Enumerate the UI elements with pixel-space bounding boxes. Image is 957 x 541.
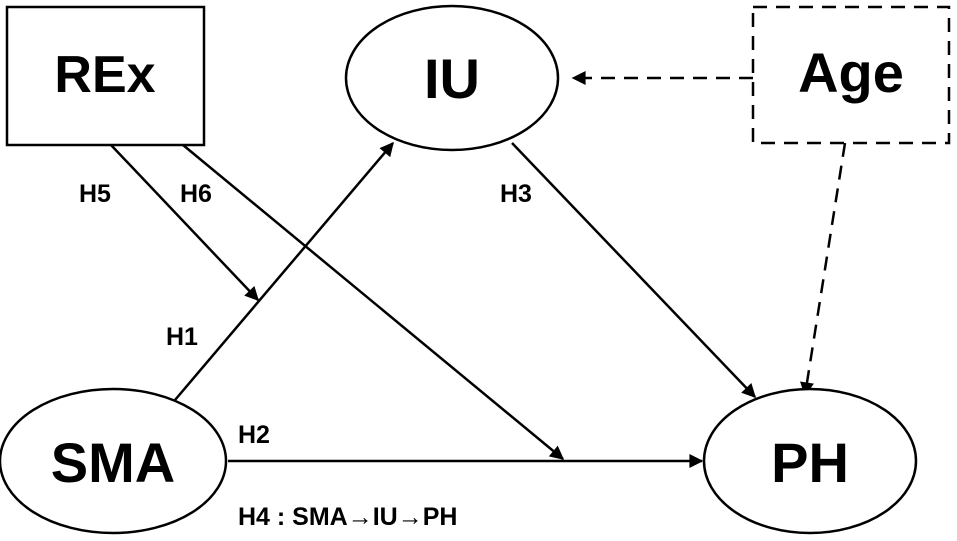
age-label: Age <box>798 41 904 104</box>
h4-footnote: H4 : SMA→IU→PH <box>238 503 457 531</box>
h5-label: H5 <box>79 180 111 208</box>
h6-label: H6 <box>180 180 212 208</box>
ph-label: PH <box>771 431 849 494</box>
edge-rex-h2-moderation <box>182 144 565 460</box>
edge-rex-h1-moderation <box>110 144 259 302</box>
h3-label: H3 <box>500 180 532 208</box>
age-box <box>751 5 951 145</box>
rex-label: REx <box>54 46 155 104</box>
sma-label: SMA <box>51 431 175 494</box>
sma-ellipse <box>0 387 228 535</box>
edge-sma-iu <box>174 141 394 401</box>
rex-box <box>5 5 206 147</box>
edge-age-ph <box>800 142 847 397</box>
ph-ellipse <box>702 387 918 535</box>
iu-label: IU <box>424 47 480 110</box>
h1-label: H1 <box>166 323 198 351</box>
h2-label: H2 <box>238 421 270 449</box>
iu-ellipse <box>344 4 560 152</box>
edge-iu-ph <box>511 142 756 399</box>
